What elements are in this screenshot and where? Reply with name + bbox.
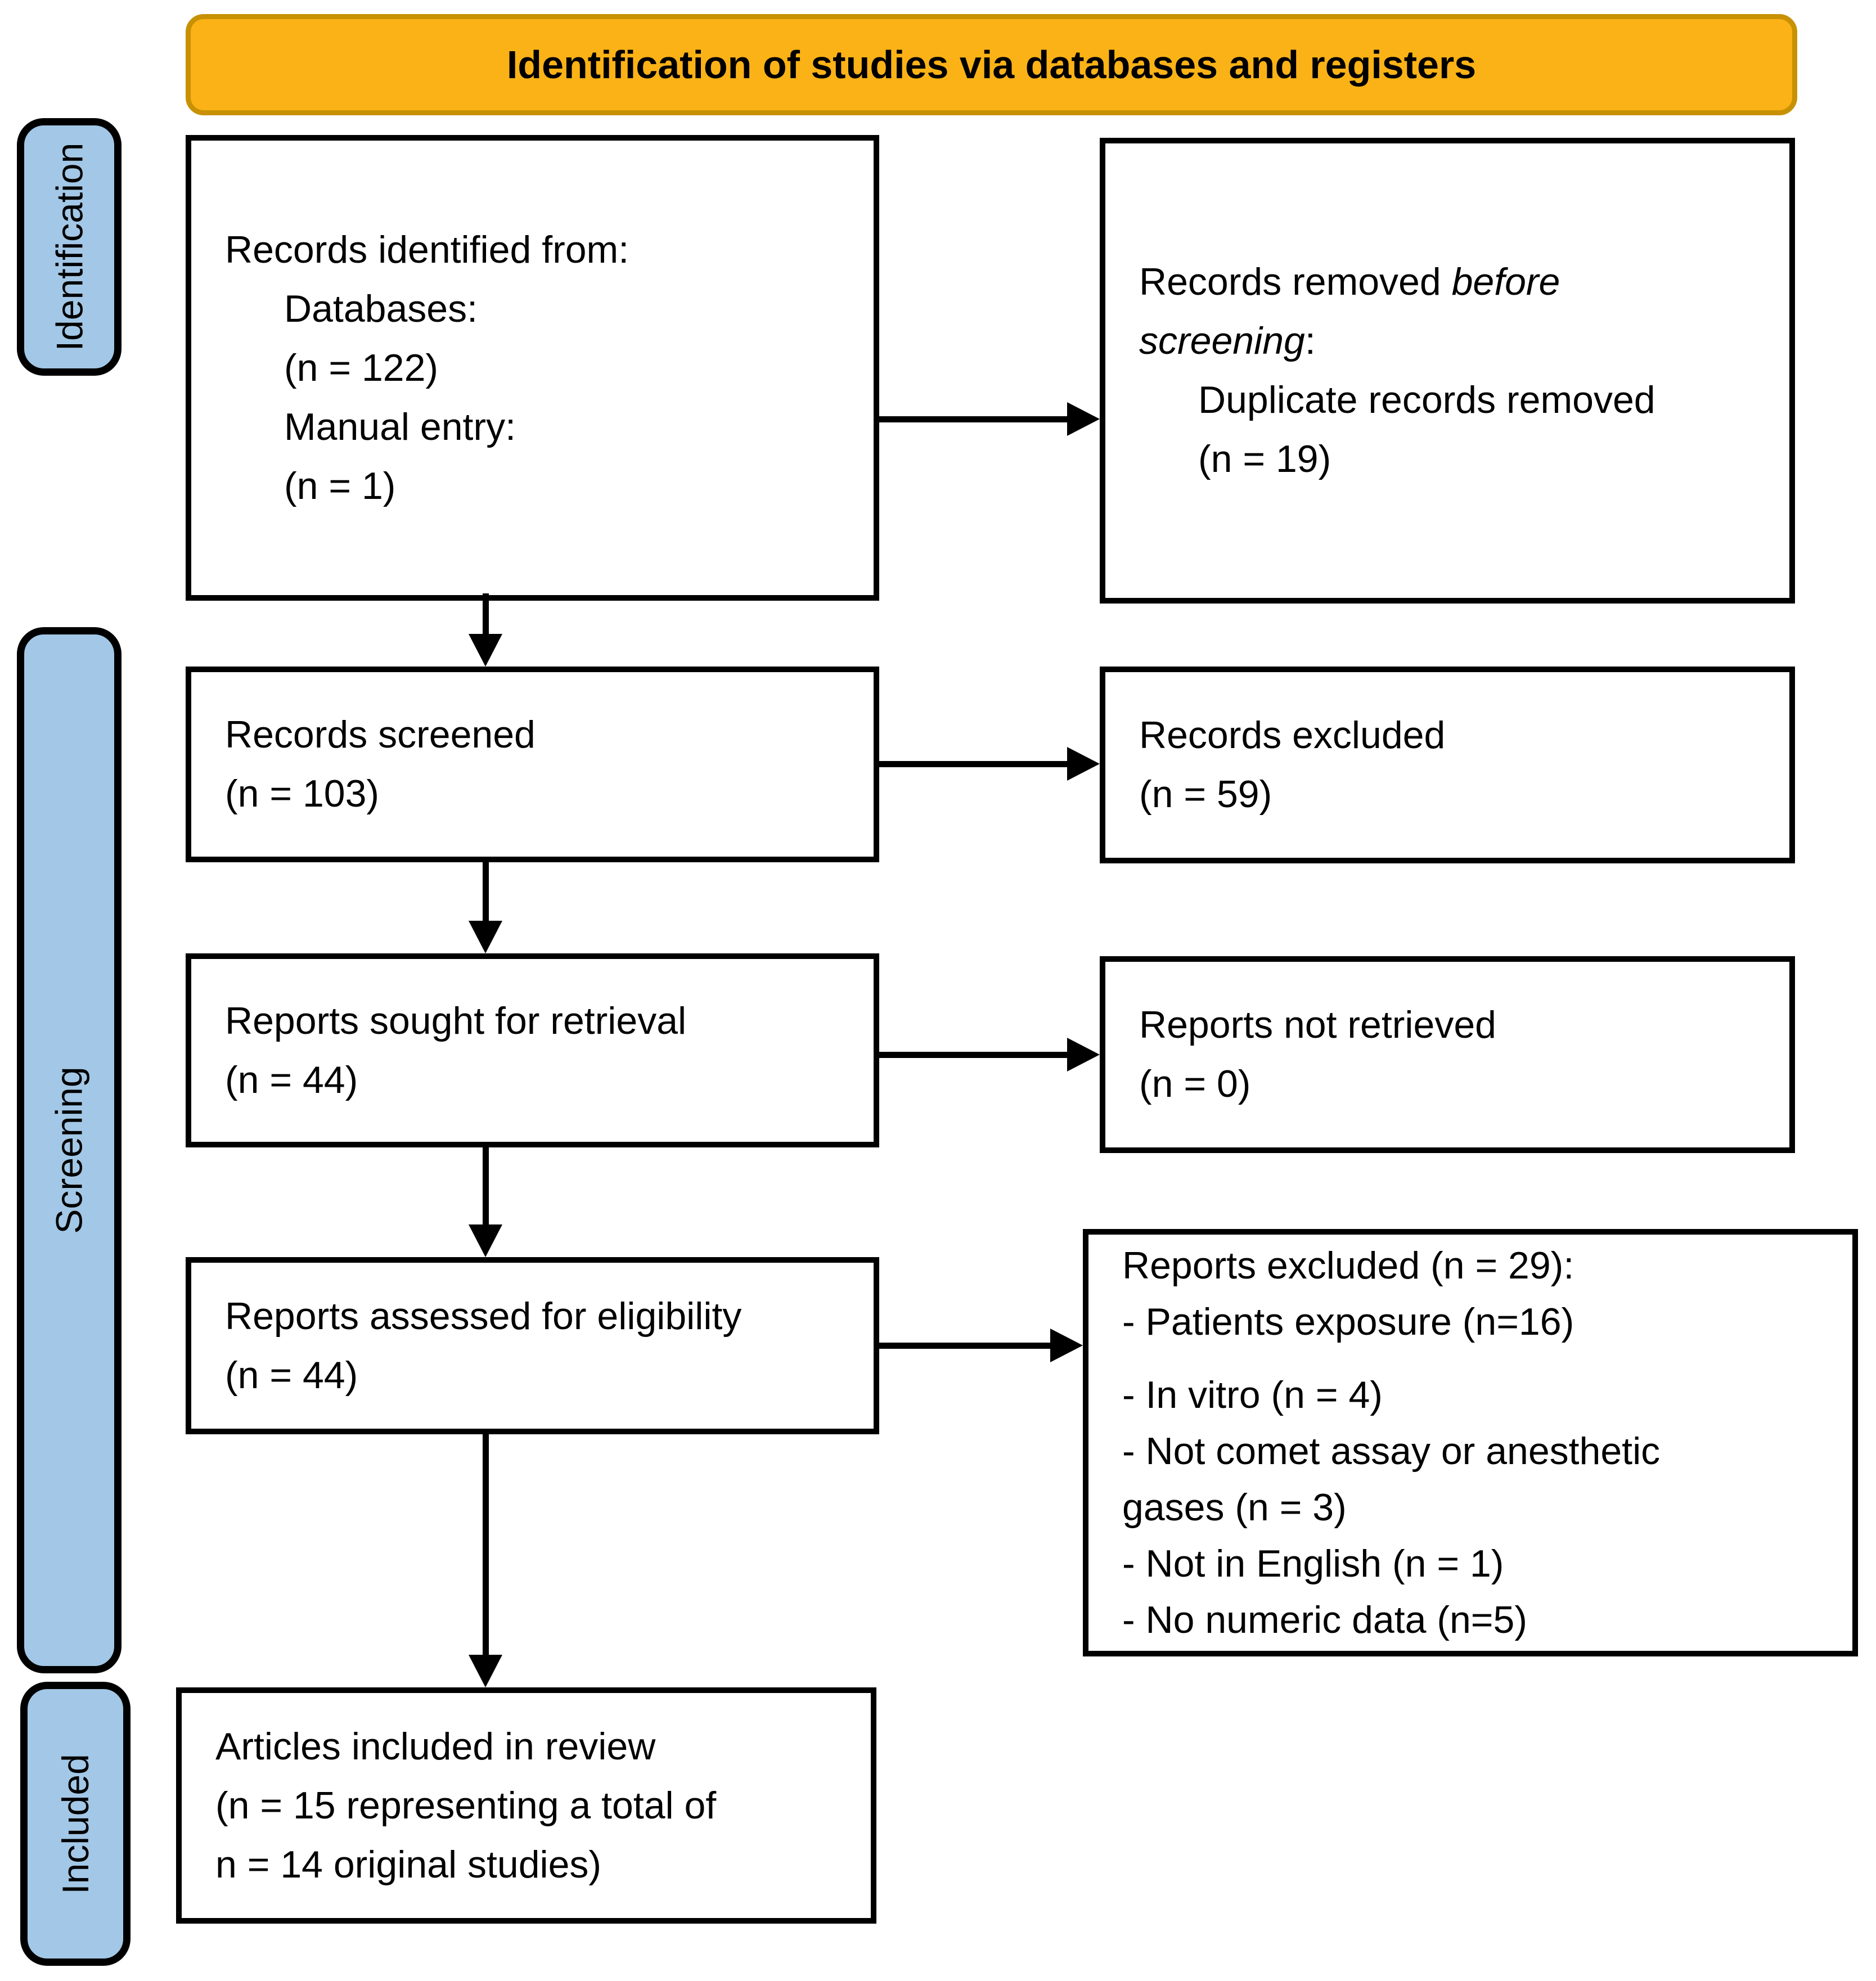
- reports-excluded-reason: - Patients exposure (n=16): [1122, 1300, 1574, 1343]
- reports-not-retrieved-label: Reports not retrieved: [1139, 1003, 1496, 1046]
- arrow-screened-to-sought-line: [483, 858, 489, 924]
- box-records-removed-before-screening: Records removed before screening: Duplic…: [1100, 138, 1795, 604]
- reports-excluded-reason: - No numeric data (n=5): [1122, 1599, 1527, 1641]
- arrow-assessed-to-included-line: [483, 1430, 489, 1658]
- arrow-right-icon: [1067, 747, 1100, 781]
- records-removed-italic-text: screening: [1139, 319, 1305, 362]
- articles-included-count-line2: n = 14 original studies): [215, 1843, 602, 1886]
- arrow-down-icon: [469, 1224, 502, 1257]
- box-records-identified: Records identified from: Databases: (n =…: [186, 135, 879, 601]
- reports-excluded-heading: Reports excluded (n = 29):: [1122, 1244, 1574, 1287]
- box-records-excluded: Records excluded (n = 59): [1100, 667, 1795, 863]
- arrow-right-icon: [1067, 402, 1100, 436]
- records-identified-count: (n = 122): [284, 346, 439, 389]
- records-removed-colon: :: [1304, 319, 1316, 362]
- records-screened-label: Records screened: [225, 713, 536, 756]
- stage-label-identification-text: Identification: [48, 142, 91, 352]
- records-removed-heading-line1: Records removed before: [1139, 253, 1767, 312]
- records-identified-heading: Records identified from:: [225, 228, 629, 271]
- reports-excluded-reason: - In vitro (n = 4): [1122, 1374, 1383, 1416]
- arrow-identified-to-screened-line: [483, 593, 489, 637]
- articles-included-label: Articles included in review: [215, 1725, 656, 1768]
- banner: Identification of studies via databases …: [186, 14, 1797, 115]
- reports-assessed-count: (n = 44): [225, 1353, 358, 1397]
- records-removed-italic-text: before: [1451, 260, 1560, 303]
- articles-included-count-line1: (n = 15 representing a total of: [215, 1784, 717, 1827]
- banner-title: Identification of studies via databases …: [506, 43, 1477, 87]
- records-removed-item: Duplicate records removed: [1198, 379, 1655, 421]
- stage-label-included-text: Included: [55, 1753, 96, 1894]
- arrow-right-icon: [1050, 1329, 1083, 1362]
- reports-assessed-label: Reports assessed for eligibility: [225, 1294, 742, 1338]
- arrow-screened-to-excluded-line: [879, 761, 1070, 767]
- records-excluded-count: (n = 59): [1139, 773, 1272, 816]
- records-removed-heading-line2: screening:: [1139, 312, 1767, 371]
- records-screened-count: (n = 103): [225, 772, 380, 815]
- records-identified-item: Manual entry:: [284, 405, 516, 448]
- records-removed-normal-text: Records removed: [1139, 260, 1452, 303]
- arrow-identified-to-removed-line: [879, 416, 1070, 422]
- arrow-sought-to-notretrieved-line: [879, 1052, 1070, 1058]
- stage-label-screening: Screening: [17, 627, 122, 1673]
- box-reports-not-retrieved: Reports not retrieved (n = 0): [1100, 956, 1795, 1153]
- records-identified-item: Databases:: [284, 287, 478, 330]
- arrow-down-icon: [469, 634, 502, 667]
- records-identified-count: (n = 1): [284, 464, 396, 507]
- reports-not-retrieved-count: (n = 0): [1139, 1062, 1251, 1105]
- reports-excluded-reason-continuation: gases (n = 3): [1122, 1486, 1347, 1529]
- reports-excluded-reason: - Not comet assay or anesthetic: [1122, 1430, 1661, 1473]
- box-articles-included: Articles included in review (n = 15 repr…: [176, 1687, 876, 1924]
- reports-excluded-reason: - Not in English (n = 1): [1122, 1542, 1504, 1585]
- box-reports-excluded-reasons: Reports excluded (n = 29): - Patients ex…: [1083, 1229, 1858, 1656]
- records-removed-count: (n = 19): [1198, 438, 1331, 480]
- arrow-sought-to-assessed-line: [483, 1143, 489, 1227]
- box-records-screened: Records screened (n = 103): [186, 667, 879, 862]
- box-reports-sought: Reports sought for retrieval (n = 44): [186, 953, 879, 1147]
- stage-label-screening-text: Screening: [48, 1066, 91, 1234]
- stage-label-included: Included: [20, 1682, 131, 1966]
- records-excluded-label: Records excluded: [1139, 714, 1446, 757]
- box-reports-assessed: Reports assessed for eligibility (n = 44…: [186, 1257, 879, 1434]
- stage-label-identification: Identification: [17, 118, 122, 376]
- reports-sought-count: (n = 44): [225, 1058, 358, 1101]
- arrow-down-icon: [469, 1655, 502, 1687]
- arrow-assessed-to-reportsexcluded-line: [879, 1343, 1054, 1349]
- reports-sought-label: Reports sought for retrieval: [225, 999, 687, 1042]
- arrow-down-icon: [469, 921, 502, 953]
- arrow-right-icon: [1067, 1038, 1100, 1071]
